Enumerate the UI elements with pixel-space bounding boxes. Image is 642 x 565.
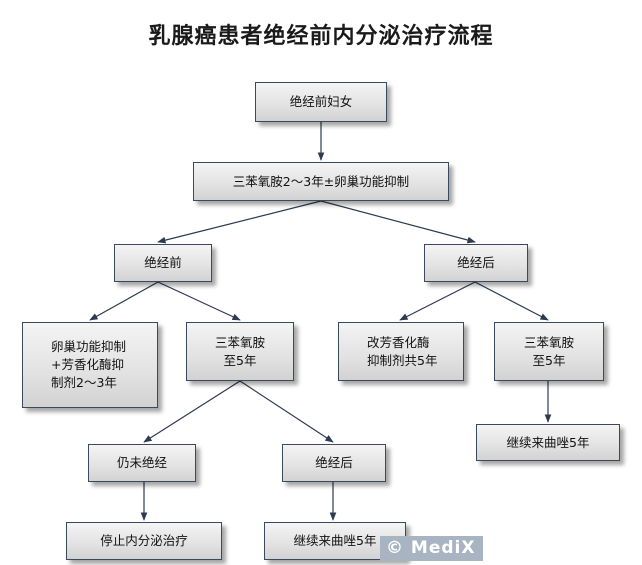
edge-tamoxifen-to-postmenopausal: [320, 200, 476, 244]
edge-post-to-switch-ai: [399, 281, 476, 321]
edge-post-to-tamoxifen-5y-right: [474, 281, 549, 321]
edge-pre-to-tamoxifen-5y-left: [157, 281, 241, 321]
node-tamoxifen-5y-right: 三苯氧胺 至5年: [494, 322, 604, 381]
node-tamoxifen-ovarian-suppression: 三苯氧胺2～3年±卵巢功能抑制: [193, 162, 449, 201]
node-letrozole-right: 继续来曲唑5年: [476, 424, 620, 461]
node-still-premenopausal: 仍未绝经: [88, 444, 196, 482]
node-premenopausal: 绝经前: [114, 244, 212, 282]
edge-tamoxifen-to-premenopausal: [157, 200, 322, 244]
edge-pre-to-ovarian-ai: [89, 281, 159, 321]
medix-watermark: © MediX: [380, 536, 484, 561]
node-postmenopausal: 绝经后: [424, 244, 528, 282]
node-ovarian-suppression-ai: 卵巢功能抑制 +芳香化酶抑 制剂2～3年: [22, 322, 158, 408]
edge-tamoxifen-left-to-still-pre: [143, 380, 241, 443]
diagram-title: 乳腺癌患者绝经前内分泌治疗流程: [148, 24, 494, 49]
node-premenopausal-women: 绝经前妇女: [255, 82, 387, 122]
node-stop-endocrine-therapy: 停止内分泌治疗: [66, 522, 222, 560]
node-switch-aromatase-inhibitor: 改芳香化酶 抑制剂共5年: [338, 322, 464, 381]
node-postmenopausal-2: 绝经后: [282, 444, 386, 482]
edge-tamoxifen-left-to-post2: [239, 380, 334, 443]
node-tamoxifen-5y-left: 三苯氧胺 至5年: [186, 322, 294, 381]
